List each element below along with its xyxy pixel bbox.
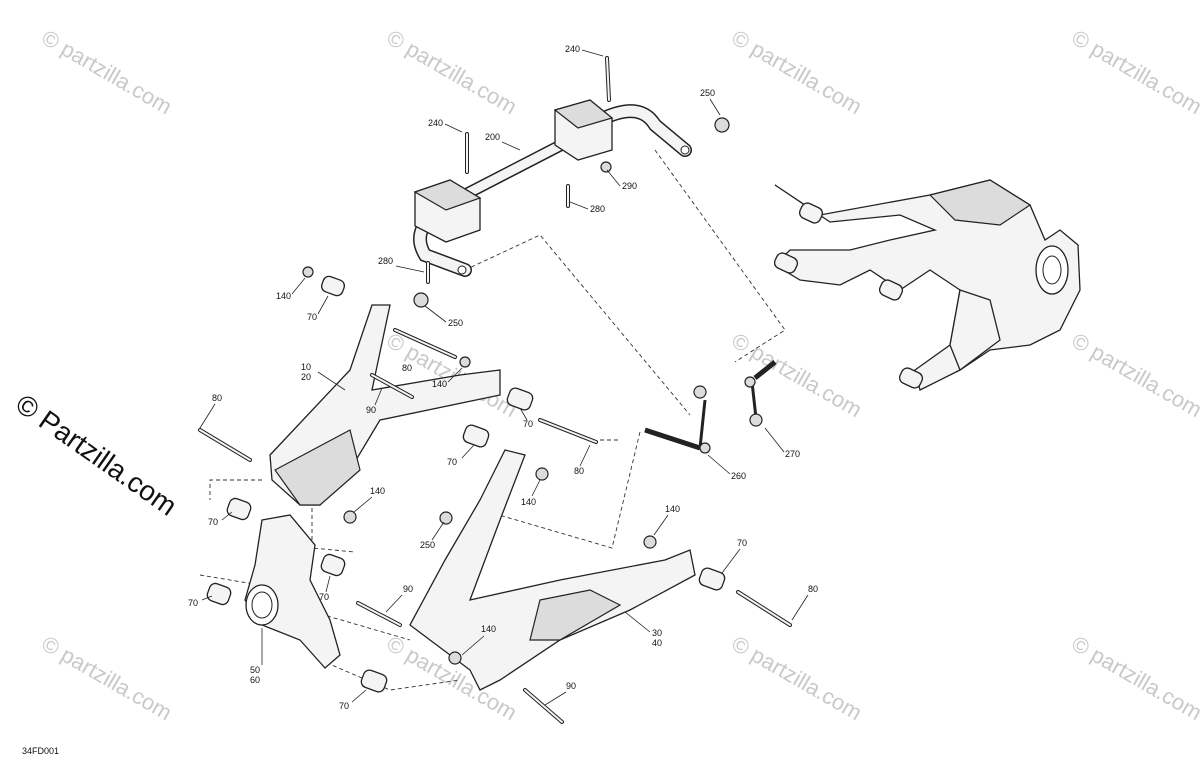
callout-250: 250 <box>448 318 463 328</box>
callout-140: 140 <box>432 379 447 389</box>
callout-70: 70 <box>319 592 329 602</box>
stabilizer-link <box>744 360 777 427</box>
callout-200: 200 <box>485 132 500 142</box>
nut <box>535 467 549 481</box>
nut <box>302 266 314 278</box>
bushing <box>698 567 726 591</box>
nut <box>600 161 612 173</box>
callout-140: 140 <box>521 497 536 507</box>
callout-70: 70 <box>339 701 349 711</box>
nut <box>714 117 730 133</box>
callout-90: 90 <box>403 584 413 594</box>
stabilizer-link <box>644 385 711 454</box>
bolt <box>393 328 457 359</box>
callout-140: 140 <box>370 486 385 496</box>
bolt <box>198 428 252 462</box>
callout-80: 80 <box>808 584 818 594</box>
callout-250: 250 <box>700 88 715 98</box>
nut <box>413 292 429 308</box>
diagram-code: 34FD001 <box>22 746 60 756</box>
bushing <box>506 387 534 411</box>
callout-280: 280 <box>590 204 605 214</box>
bolt <box>538 418 598 444</box>
dashed-leader <box>464 234 691 416</box>
callout-260: 260 <box>731 471 746 481</box>
bolt <box>356 601 402 627</box>
callout-140: 140 <box>665 504 680 514</box>
watermark-layer: © partzilla.com © partzilla.com © partzi… <box>38 25 1200 726</box>
bushing <box>320 275 346 297</box>
knuckle <box>244 514 341 669</box>
bushing <box>360 669 388 693</box>
callout-140: 140 <box>481 624 496 634</box>
bushing <box>320 553 346 577</box>
dashed-leader <box>209 479 262 500</box>
callout-80: 80 <box>574 466 584 476</box>
dashed-leader <box>654 149 786 363</box>
callout-labels: 240 250 240 200 290 280 280 250 140 70 1… <box>188 44 818 711</box>
callout-70: 70 <box>188 598 198 608</box>
watermark: © partzilla.com <box>38 25 177 120</box>
callout-90: 90 <box>566 681 576 691</box>
bolt <box>370 373 414 399</box>
callout-70: 70 <box>523 419 533 429</box>
bolt <box>605 56 611 102</box>
callout-70: 70 <box>208 517 218 527</box>
watermark: © partzilla.com <box>728 631 867 726</box>
callout-70: 70 <box>447 457 457 467</box>
callout-70: 70 <box>307 312 317 322</box>
watermark: © partzilla.com <box>728 25 867 120</box>
nut <box>343 510 357 524</box>
nut <box>643 535 657 549</box>
callout-90: 90 <box>366 405 376 415</box>
watermark: © partzilla.com <box>728 328 867 423</box>
callout-140: 140 <box>276 291 291 301</box>
watermark: © partzilla.com <box>1068 631 1200 726</box>
callout-270: 270 <box>785 449 800 459</box>
watermark: © partzilla.com <box>1068 328 1200 423</box>
lower-a-arm <box>409 449 696 691</box>
callout-250: 250 <box>420 540 435 550</box>
suspension-assembly-view <box>773 179 1081 391</box>
callout-240: 240 <box>428 118 443 128</box>
callout-280: 280 <box>378 256 393 266</box>
bushing <box>206 582 232 606</box>
bushing-clamp <box>413 179 482 243</box>
callout-80: 80 <box>212 393 222 403</box>
callout-240: 240 <box>565 44 580 54</box>
nut <box>439 511 453 525</box>
bushing-clamp <box>553 99 614 161</box>
bolt <box>736 590 792 627</box>
watermark: © partzilla.com <box>383 25 522 120</box>
callout-290: 290 <box>622 181 637 191</box>
nut <box>448 651 462 665</box>
dashed-leader <box>299 607 411 641</box>
dashed-leader <box>481 431 641 549</box>
upper-a-arm <box>269 304 501 506</box>
callout-70: 70 <box>737 538 747 548</box>
watermark: © partzilla.com <box>38 631 177 726</box>
bushing <box>226 497 252 521</box>
bolt <box>523 688 564 724</box>
bushing <box>462 424 490 448</box>
watermark: © partzilla.com <box>1068 25 1200 120</box>
nut <box>459 356 471 368</box>
callout-80: 80 <box>402 363 412 373</box>
